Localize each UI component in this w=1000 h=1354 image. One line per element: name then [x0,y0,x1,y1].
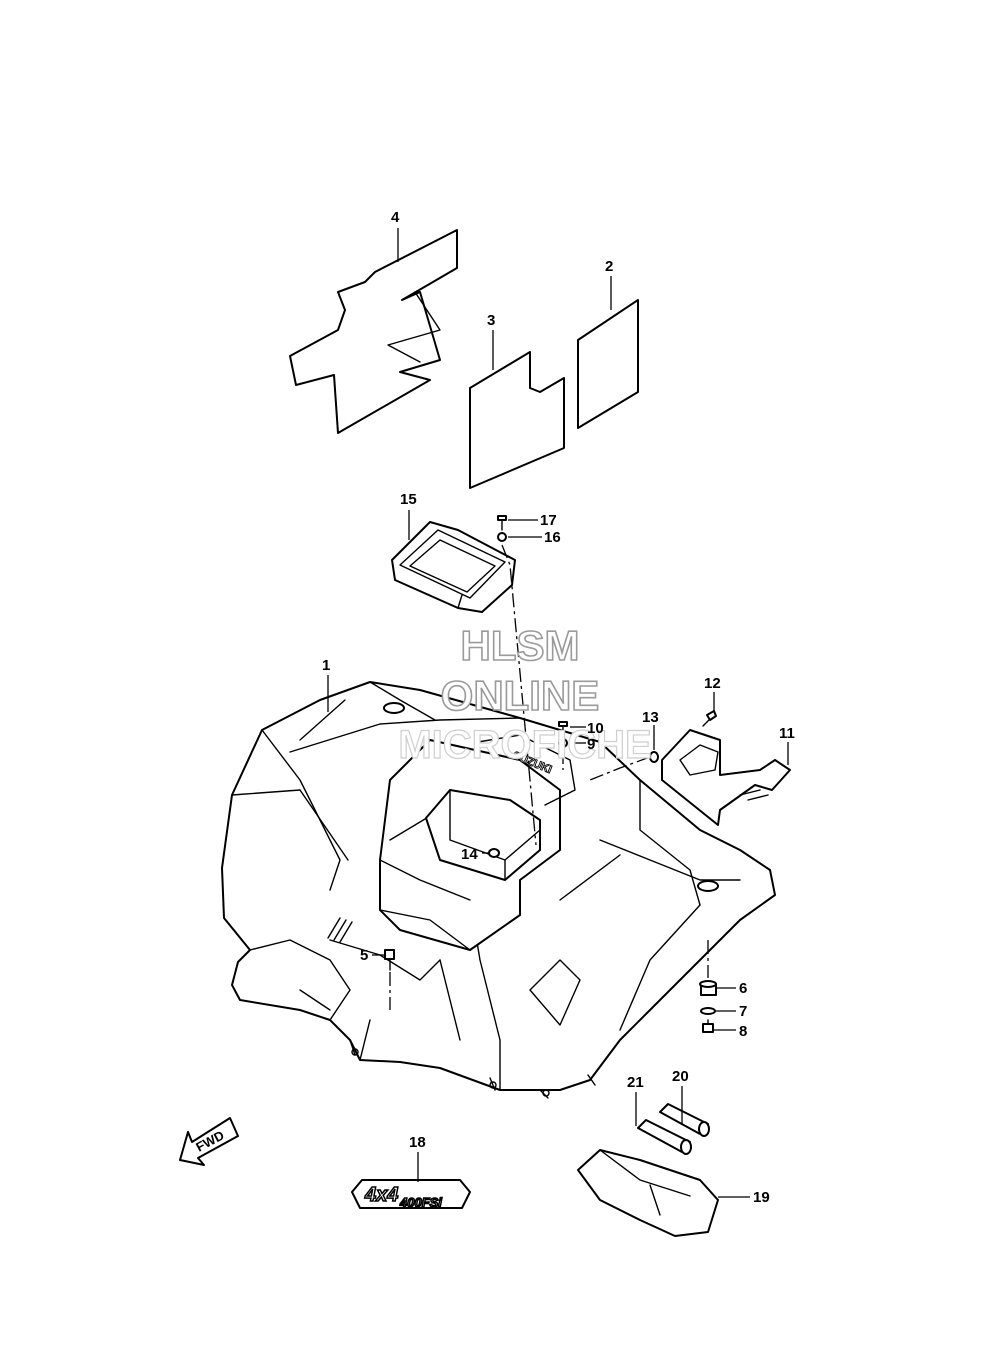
emblem-bottom-text: 400FSi [399,1195,442,1210]
callout-19: 19 [753,1189,770,1206]
nut-9[interactable] [558,738,568,748]
assembly-lines [389,544,709,1010]
pipe-21[interactable] [637,1119,692,1155]
callout-2: 2 [605,258,613,275]
nut-16[interactable] [497,532,507,542]
plug-14[interactable] [488,848,500,858]
decal-4[interactable] [289,229,458,434]
decal-2[interactable] [577,299,639,429]
callout-1: 1 [322,657,330,674]
screw-12[interactable] [702,710,717,727]
screw-17[interactable] [497,515,507,531]
callout-13: 13 [642,709,659,726]
watermark-line2: ONLINE [441,672,600,719]
fwd-arrow: FWD [179,1117,239,1166]
callout-10: 10 [587,720,604,737]
callout-14: 14 [461,846,478,863]
watermark: HLSM ONLINE MICROFICHE [398,621,653,767]
leader-lines [327,228,789,1198]
callout-labels: 4 2 3 15 17 16 1 12 13 10 11 9 14 5 6 7 … [322,209,795,1206]
toolbox-lid-15[interactable] [391,521,516,613]
callout-7: 7 [739,1003,747,1020]
callout-5: 5 [360,947,368,964]
rear-fender-1[interactable]: SUZUKI [221,681,776,1099]
watermark-line1: HLSM [461,622,580,669]
callout-8: 8 [739,1023,747,1040]
bracket-11[interactable] [661,729,791,826]
callout-16: 16 [544,529,561,546]
callout-17: 17 [540,512,557,529]
callout-12: 12 [704,675,721,692]
emblem-18[interactable]: 4x4 400FSi [351,1179,471,1211]
callout-9: 9 [587,736,595,753]
callout-3: 3 [487,312,495,329]
callout-6: 6 [739,980,747,997]
washer-7[interactable] [700,1007,716,1015]
decal-3[interactable] [469,351,565,489]
cushion-6[interactable] [699,980,717,996]
bolt-8[interactable] [702,1019,714,1033]
emblem-top-text: 4x4 [364,1184,398,1206]
watermark-line3: MICROFICHE [398,723,651,767]
screw-10[interactable] [558,721,568,735]
pipe-20[interactable] [659,1103,710,1137]
callout-15: 15 [400,491,417,508]
callout-20: 20 [672,1068,689,1085]
callout-21: 21 [627,1074,644,1091]
callout-18: 18 [409,1134,426,1151]
callout-4: 4 [391,209,400,226]
callout-11: 11 [779,725,795,742]
bag-19[interactable] [577,1149,719,1237]
